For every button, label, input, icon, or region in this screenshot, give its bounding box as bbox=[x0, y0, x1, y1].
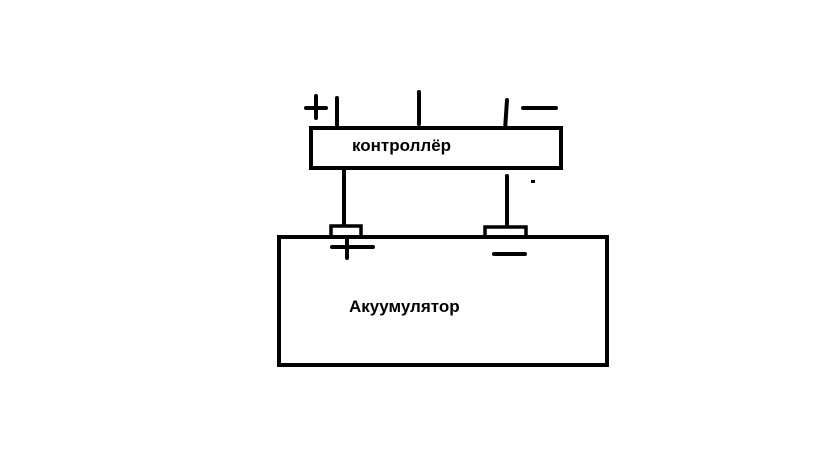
controller-plus-sign bbox=[304, 94, 328, 120]
controller-minus-wire bbox=[503, 98, 509, 132]
controller-label: контроллёр bbox=[352, 136, 451, 155]
controller-terminals bbox=[335, 90, 509, 132]
connecting-wires bbox=[342, 168, 509, 229]
controller-box bbox=[309, 126, 563, 170]
battery-plus-sign bbox=[330, 237, 375, 260]
battery-box bbox=[277, 235, 609, 367]
battery-label: Акуумулятор bbox=[349, 297, 460, 316]
stray-dot bbox=[531, 180, 535, 183]
